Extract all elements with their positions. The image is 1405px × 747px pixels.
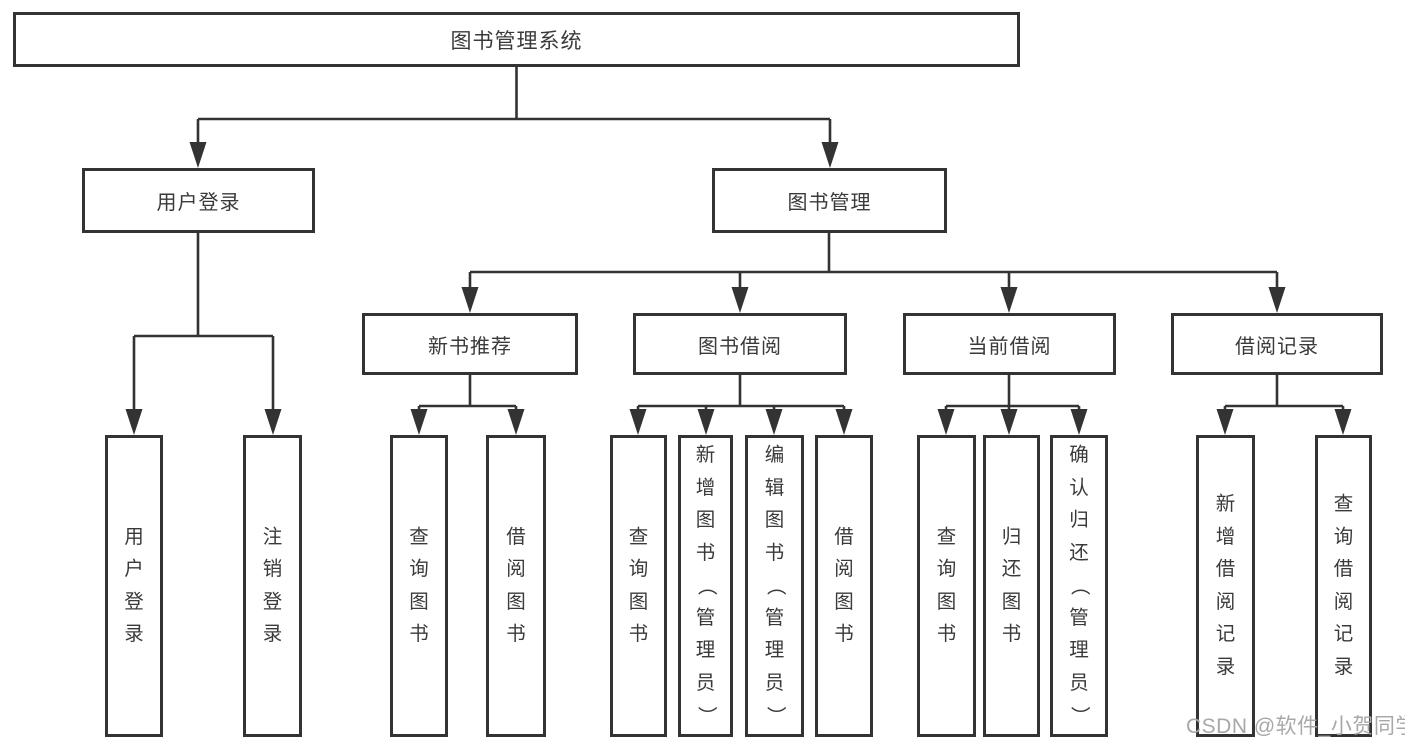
node-new-book-recommend-label: 新书推荐: [428, 335, 512, 358]
leaf-logout-login-label: 注销登录: [262, 525, 283, 645]
leaf-query-books-borrow-label: 查询图书: [628, 525, 649, 645]
node-current-borrowing-label: 当前借阅: [967, 335, 1052, 358]
node-new-book-recommend: 新书推荐: [362, 313, 578, 375]
watermark: CSDN @软件_小贺同学: [1186, 715, 1405, 738]
node-root: 图书管理系统: [13, 12, 1020, 67]
leaf-borrow-books-recommend: 借阅图书: [486, 435, 546, 737]
arrowhead: [937, 409, 955, 435]
leaf-query-books-borrow: 查询图书: [610, 435, 667, 737]
arrowhead: [1000, 409, 1018, 435]
leaf-add-borrow-record-label: 新增借阅记录: [1215, 493, 1236, 678]
leaf-edit-books-admin: 编辑图书（管理员）: [745, 435, 804, 737]
arrowhead: [1334, 409, 1352, 435]
node-user-login-label: 用户登录: [156, 192, 241, 214]
arrowhead: [821, 142, 839, 168]
node-book-borrowing: 图书借阅: [633, 313, 847, 375]
leaf-query-books-recommend-label: 查询图书: [409, 525, 429, 645]
connector-root-to-level2: [189, 67, 839, 168]
arrowhead: [835, 409, 853, 435]
arrowhead: [697, 409, 715, 435]
leaf-add-books-admin: 新增图书（管理员）: [678, 435, 733, 737]
node-user-login: 用户登录: [82, 168, 315, 233]
leaf-borrow-books: 借阅图书: [815, 435, 873, 737]
leaf-return-books-label: 归还图书: [1001, 525, 1022, 645]
node-borrowing-records: 借阅记录: [1171, 313, 1383, 375]
leaf-query-books-recommend: 查询图书: [390, 435, 448, 737]
arrowhead: [629, 409, 647, 435]
arrowhead: [507, 409, 525, 435]
connector-user-login-children: [125, 233, 282, 435]
leaf-add-books-admin-label: 新增图书（管理员）: [695, 444, 718, 726]
arrowhead: [731, 287, 749, 313]
leaf-confirm-return-admin-label: 确认归还（管理员）: [1068, 444, 1091, 726]
leaf-query-books-current-label: 查询图书: [936, 525, 957, 645]
arrowhead: [410, 409, 428, 435]
connector-book-borrow-children: [629, 375, 853, 435]
node-book-management: 图书管理: [712, 168, 947, 233]
leaf-user-login: 用户登录: [105, 435, 163, 737]
leaf-borrow-books-recommend-label: 借阅图书: [506, 525, 526, 645]
node-book-borrowing-label: 图书借阅: [698, 335, 782, 358]
node-book-management-label: 图书管理: [787, 192, 872, 214]
node-current-borrowing: 当前借阅: [903, 313, 1116, 375]
leaf-return-books: 归还图书: [983, 435, 1040, 737]
leaf-borrow-books-label: 借阅图书: [834, 525, 854, 645]
arrowhead: [264, 409, 282, 435]
node-borrowing-records-label: 借阅记录: [1235, 335, 1319, 358]
arrowhead: [189, 142, 207, 168]
arrowhead: [125, 409, 143, 435]
leaf-confirm-return-admin: 确认归还（管理员）: [1050, 435, 1108, 737]
connector-current-borrow-children: [937, 375, 1088, 435]
arrowhead: [1000, 287, 1018, 313]
connector-records-children: [1216, 375, 1352, 435]
leaf-edit-books-admin-label: 编辑图书（管理员）: [764, 444, 787, 726]
node-root-label: 图书管理系统: [450, 29, 583, 53]
leaf-user-login-label: 用户登录: [124, 525, 144, 645]
leaf-query-borrow-record-label: 查询借阅记录: [1333, 493, 1354, 678]
connector-book-management-children: [461, 233, 1286, 313]
leaf-query-books-current: 查询图书: [917, 435, 976, 737]
leaf-logout-login: 注销登录: [243, 435, 302, 737]
arrowhead: [1070, 409, 1088, 435]
leaf-query-borrow-record: 查询借阅记录: [1315, 435, 1372, 737]
arrowhead: [1216, 409, 1234, 435]
arrowhead: [1268, 287, 1286, 313]
connector-new-book-children: [410, 375, 525, 435]
arrowhead: [461, 287, 479, 313]
arrowhead: [765, 409, 783, 435]
leaf-add-borrow-record: 新增借阅记录: [1196, 435, 1255, 737]
